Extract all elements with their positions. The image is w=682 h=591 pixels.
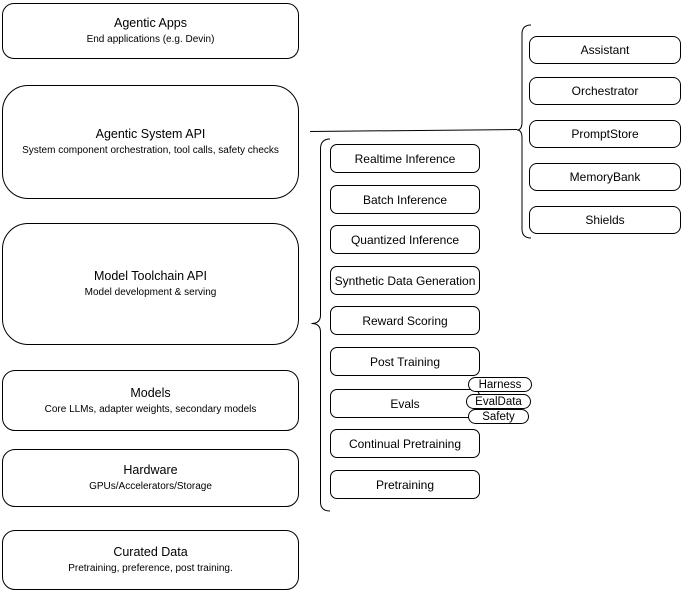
toolchain-item-quantized-inference: Quantized Inference: [330, 225, 480, 254]
api-to-components-connector-line: [309, 129, 518, 132]
node-curated-data: Curated Data Pretraining, preference, po…: [2, 530, 299, 590]
component-label: Shields: [585, 213, 625, 227]
eval-tag-label: Safety: [482, 410, 515, 423]
component-orchestrator: Orchestrator: [529, 77, 681, 105]
node-models: Models Core LLMs, adapter weights, secon…: [2, 370, 299, 431]
component-promptstore: PromptStore: [529, 120, 681, 148]
component-label: MemoryBank: [569, 170, 641, 184]
node-model-toolchain-api: Model Toolchain API Model development & …: [2, 223, 299, 345]
eval-tag-label: Harness: [478, 378, 522, 391]
toolchain-item-label: Synthetic Data Generation: [334, 273, 476, 288]
toolchain-item-post-training: Post Training: [330, 347, 480, 376]
component-label: PromptStore: [571, 127, 639, 141]
node-subtitle: Pretraining, preference, post training.: [68, 563, 233, 574]
eval-tag-label: EvalData: [475, 395, 522, 408]
node-subtitle: System component orchestration, tool cal…: [22, 145, 279, 156]
node-title: Agentic Apps: [114, 16, 187, 30]
toolchain-bracket: [311, 138, 331, 512]
toolchain-item-label: Evals: [390, 396, 420, 411]
toolchain-item-label: Post Training: [369, 354, 441, 369]
toolchain-item-evals: Evals: [330, 389, 480, 418]
component-label: Assistant: [580, 43, 630, 57]
toolchain-item-label: Pretraining: [375, 477, 435, 492]
toolchain-item-continual-pretraining: Continual Pretraining: [330, 429, 480, 458]
toolchain-item-pretraining: Pretraining: [330, 470, 480, 499]
node-title: Agentic System API: [95, 127, 206, 141]
node-agentic-system-api: Agentic System API System component orch…: [2, 85, 299, 199]
eval-tag-evaldata: EvalData: [466, 394, 531, 409]
component-assistant: Assistant: [529, 36, 681, 64]
node-title: Hardware: [123, 463, 178, 477]
node-subtitle: Model development & serving: [84, 287, 217, 298]
node-title: Model Toolchain API: [93, 269, 208, 283]
node-title: Models: [130, 385, 171, 400]
toolchain-item-label: Continual Pretraining: [348, 436, 462, 451]
node-hardware: Hardware GPUs/Accelerators/Storage: [2, 449, 299, 507]
toolchain-item-label: Reward Scoring: [362, 313, 448, 328]
eval-tag-harness: Harness: [468, 377, 532, 392]
node-subtitle: GPUs/Accelerators/Storage: [89, 481, 212, 492]
toolchain-item-realtime-inference: Realtime Inference: [330, 144, 480, 173]
eval-tag-safety: Safety: [468, 409, 529, 424]
toolchain-item-batch-inference: Batch Inference: [330, 185, 480, 214]
component-shields: Shields: [529, 206, 681, 234]
node-title: Curated Data: [113, 545, 188, 559]
node-subtitle: End applications (e.g. Devin): [86, 34, 215, 45]
toolchain-item-label: Quantized Inference: [350, 232, 460, 247]
components-bracket: [516, 24, 532, 239]
component-label: Orchestrator: [571, 84, 639, 98]
toolchain-item-label: Batch Inference: [362, 192, 448, 207]
toolchain-item-reward-scoring: Reward Scoring: [330, 306, 480, 335]
node-subtitle: Core LLMs, adapter weights, secondary mo…: [44, 403, 257, 415]
toolchain-item-synthetic-data-generation: Synthetic Data Generation: [330, 266, 480, 295]
component-memorybank: MemoryBank: [529, 163, 681, 191]
toolchain-item-label: Realtime Inference: [354, 151, 456, 166]
node-agentic-apps: Agentic Apps End applications (e.g. Devi…: [2, 3, 299, 59]
